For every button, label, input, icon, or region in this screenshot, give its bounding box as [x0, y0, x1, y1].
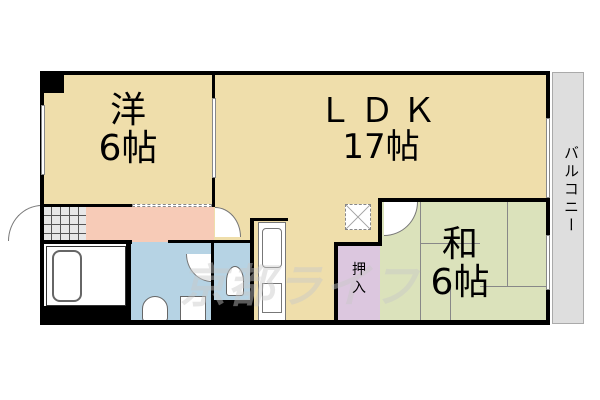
japanese-room-label: 和 6帖	[400, 226, 520, 302]
wall	[126, 240, 131, 324]
western-room-type: 洋	[109, 90, 146, 131]
entrance-hall-floor	[86, 206, 214, 242]
toilet-icon	[226, 266, 244, 296]
kitchen-counter	[258, 222, 286, 322]
wall	[378, 198, 382, 244]
ldk-type: ＬＤＫ	[318, 91, 444, 131]
wall	[214, 300, 250, 322]
wall	[168, 240, 252, 243]
stove-icon	[262, 283, 282, 313]
wall	[42, 306, 130, 322]
window	[41, 105, 45, 175]
window	[546, 235, 550, 290]
wall	[250, 218, 254, 322]
balcony-label: バルコニー	[562, 145, 580, 235]
tatami-lines	[420, 200, 548, 323]
wall	[40, 71, 64, 93]
wall	[250, 218, 288, 221]
storage-box-icon	[345, 204, 371, 230]
washing-machine-icon	[180, 296, 206, 322]
wall	[334, 242, 338, 322]
japanese-room-size: 6帖	[430, 261, 490, 303]
wall	[40, 71, 44, 323]
wall	[378, 198, 548, 202]
wall	[40, 71, 550, 75]
closet-floor	[338, 244, 380, 323]
sliding-door	[132, 204, 212, 207]
wall	[211, 240, 214, 322]
japanese-room-type: 和	[441, 224, 478, 265]
ldk-size: 17帖	[342, 126, 420, 167]
wall	[42, 240, 132, 244]
western-room-label: 洋 6帖	[42, 92, 214, 168]
wall	[40, 320, 550, 325]
ldk-label: ＬＤＫ 17帖	[214, 91, 548, 167]
wall	[546, 71, 550, 325]
watermark: 京都ライフ	[180, 259, 420, 313]
western-room-floor	[42, 73, 214, 206]
genkan-tile-floor	[42, 206, 86, 242]
wall	[334, 242, 382, 246]
closet-label: 押入	[352, 262, 366, 296]
window	[546, 118, 550, 198]
bathtub-icon	[52, 250, 82, 302]
western-room-size: 6帖	[98, 127, 158, 169]
window	[212, 98, 216, 178]
balcony-floor	[552, 72, 584, 324]
wall	[42, 204, 132, 207]
entrance-door-swing	[8, 205, 42, 241]
sink-icon	[262, 228, 282, 268]
